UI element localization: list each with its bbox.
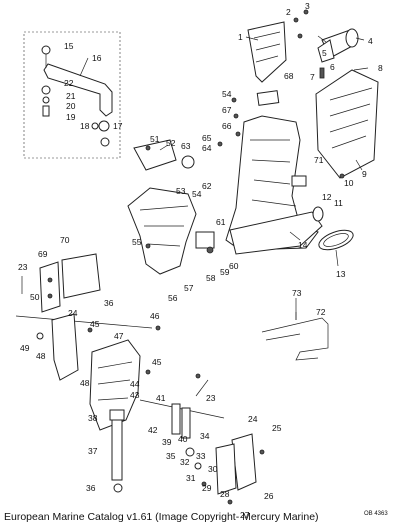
callout-71: 71 (314, 155, 324, 165)
callout-30: 30 (208, 464, 218, 474)
callout-37: 37 (88, 446, 98, 456)
callout-44: 44 (130, 379, 140, 389)
fasteners (87, 9, 345, 505)
callout-56: 56 (168, 293, 178, 303)
callout-36: 36 (86, 483, 96, 493)
callout-53: 53 (176, 186, 186, 196)
callout-21: 21 (66, 91, 76, 101)
callout-45b: 45 (152, 357, 162, 367)
leader-lines (79, 35, 369, 397)
callout-63: 63 (181, 141, 191, 151)
callout-50: 50 (30, 292, 40, 302)
callout-70: 70 (60, 235, 70, 245)
callout-43: 43 (130, 390, 140, 400)
callout-48a: 48 (36, 351, 46, 361)
callout-68: 68 (284, 71, 294, 81)
callout-51: 51 (150, 134, 160, 144)
callout-52: 52 (166, 138, 176, 148)
clamp-brackets (51, 313, 257, 495)
callout-32: 32 (180, 457, 190, 467)
callout-23b: 23 (206, 393, 216, 403)
callout-18: 18 (80, 121, 90, 131)
callout-38: 38 (88, 413, 98, 423)
callout-15: 15 (64, 41, 74, 51)
callout-28: 28 (220, 489, 230, 499)
callout-49: 49 (20, 343, 30, 353)
callout-8: 8 (378, 63, 383, 73)
callout-57: 57 (184, 283, 194, 293)
callout-10: 10 (344, 178, 354, 188)
midsection-housing (225, 90, 354, 255)
callout-64: 64 (202, 143, 212, 153)
callout-67: 67 (222, 105, 232, 115)
callout-40: 40 (178, 434, 188, 444)
callout-58: 58 (206, 273, 216, 283)
callout-24b: 24 (248, 414, 258, 424)
callout-24: 24 (68, 308, 78, 318)
mounting-plates (15, 253, 153, 340)
callout-11: 11 (334, 198, 343, 208)
callout-48b: 48 (80, 378, 90, 388)
callout-31: 31 (186, 473, 196, 483)
shift-linkage-inset (23, 31, 121, 159)
callout-66: 66 (222, 121, 232, 131)
callout-9: 9 (362, 169, 367, 179)
callout-23: 23 (18, 262, 28, 272)
callout-7: 7 (310, 72, 315, 82)
reference-code: OB 4363 (364, 511, 388, 517)
callout-26: 26 (264, 491, 274, 501)
callout-6: 6 (330, 62, 335, 72)
callout-12: 12 (322, 192, 332, 202)
callout-29: 29 (202, 483, 212, 493)
callout-46: 46 (150, 311, 160, 321)
callout-54b: 54 (192, 189, 202, 199)
callout-61: 61 (216, 217, 226, 227)
callout-4: 4 (368, 36, 373, 46)
callout-2: 2 (286, 7, 291, 17)
callout-5: 5 (322, 48, 327, 58)
callout-27: 27 (240, 510, 250, 520)
callout-41: 41 (156, 393, 166, 403)
callout-25: 25 (272, 423, 282, 433)
callout-73: 73 (292, 288, 302, 298)
callout-55: 55 (132, 237, 142, 247)
callout-42: 42 (148, 425, 158, 435)
callout-36b: 36 (104, 298, 114, 308)
tilt-tubes (109, 399, 225, 493)
callout-62: 62 (202, 181, 212, 191)
upper-housing-parts (247, 21, 379, 179)
callout-60: 60 (229, 261, 239, 271)
callout-13: 13 (336, 269, 346, 279)
callout-33: 33 (196, 451, 206, 461)
callout-54a: 54 (222, 89, 232, 99)
callout-45a: 45 (90, 319, 100, 329)
callout-3: 3 (305, 1, 310, 11)
callout-1: 1 (238, 32, 243, 42)
callout-35: 35 (166, 451, 176, 461)
callout-labels: 1 2 3 4 5 6 7 8 9 10 11 12 13 14 15 16 1… (18, 1, 383, 520)
callout-17: 17 (113, 121, 123, 131)
callout-69: 69 (38, 249, 48, 259)
callout-22: 22 (64, 78, 74, 88)
callout-39: 39 (162, 437, 172, 447)
callout-34: 34 (200, 431, 210, 441)
footer-caption: European Marine Catalog v1.61 (Image Cop… (4, 511, 319, 523)
callout-14: 14 (298, 240, 308, 250)
callout-16: 16 (92, 53, 102, 63)
callout-19: 19 (66, 112, 76, 122)
callout-72: 72 (316, 307, 326, 317)
callout-65: 65 (202, 133, 212, 143)
callout-47: 47 (114, 331, 124, 341)
callout-59: 59 (220, 267, 230, 277)
swivel-bracket (127, 139, 215, 275)
callout-20: 20 (66, 101, 76, 111)
